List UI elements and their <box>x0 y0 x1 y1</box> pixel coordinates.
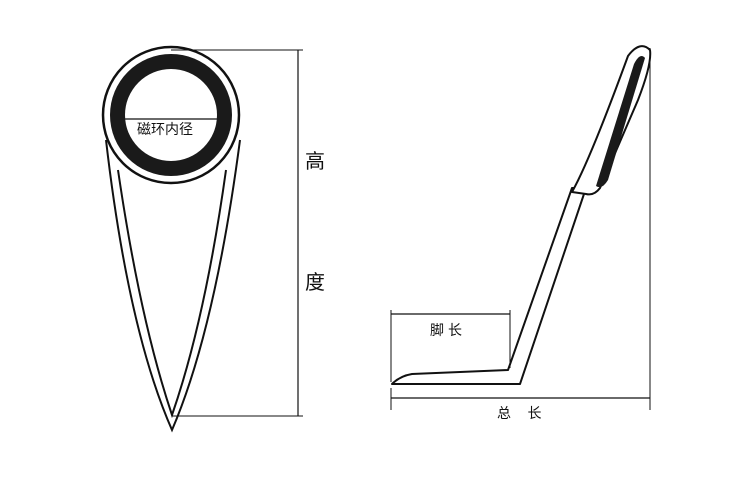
ring-inner-diameter-label: 磁环内径 <box>137 122 193 138</box>
guide-side-ring-insert <box>596 56 645 188</box>
guide-frame-inner <box>117 169 227 419</box>
front-view <box>101 45 303 433</box>
guide-side-body <box>391 187 587 385</box>
height-label-top: 高 <box>305 149 325 173</box>
height-label-bottom: 度 <box>305 270 325 294</box>
guide-frame-outer <box>105 139 241 433</box>
side-view <box>390 45 652 410</box>
foot-length-label: 脚长 <box>430 323 466 339</box>
guide-ring-hole <box>125 69 217 161</box>
total-length-label: 总 长 <box>497 406 548 422</box>
